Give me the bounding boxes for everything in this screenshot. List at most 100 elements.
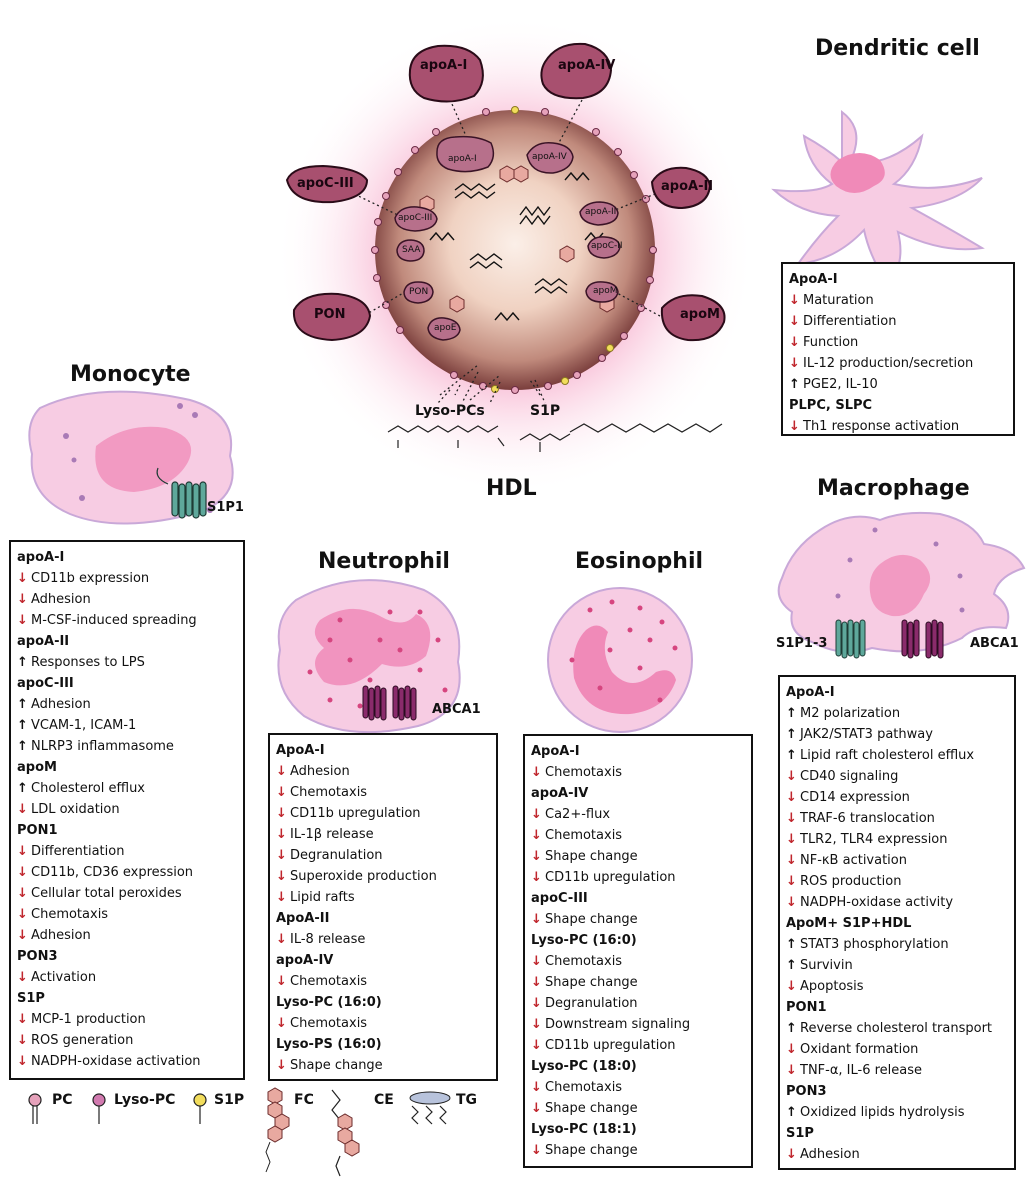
up-arrow-icon: ↑ [17,697,28,712]
macrophage-effect-item: ↑Lipid raft cholesterol efflux [786,745,1014,766]
dendritic-effect-item: ↓Differentiation [789,311,1013,332]
hdl-core-lipids [429,171,604,322]
down-arrow-icon: ↓ [786,979,797,994]
legend-label-ce: CE [374,1092,394,1108]
eosinophil-effect-item: ↓Chemotaxis [531,825,751,846]
macrophage-effect-item: ↓Apoptosis [786,976,1014,997]
down-arrow-icon: ↓ [276,848,287,863]
macrophage-cell-body [777,511,1026,653]
eosinophil-effect-text: Ca2+-flux [545,807,611,822]
down-arrow-icon: ↓ [531,912,542,927]
monocyte-effect-item: ↓Chemotaxis [17,904,243,925]
macrophage-effect-text: NF-κB activation [800,853,907,868]
neutrophil-effect-text: Chemotaxis [290,1016,368,1031]
macrophage-effect-text: JAK2/STAT3 pathway [800,727,933,742]
down-arrow-icon: ↓ [786,832,797,847]
down-arrow-icon: ↓ [786,1147,797,1162]
surface-label-apoc2: apoC-II [591,241,623,251]
macrophage-effect-text: Lipid raft cholesterol efflux [800,748,975,763]
down-arrow-icon: ↓ [786,790,797,805]
eosinophil-effect-item: ↓Shape change [531,1098,751,1119]
monocyte-section-heading: apoM [17,760,57,775]
macrophage-effect-text: TRAF-6 translocation [800,811,935,826]
lyso-pc-structure [387,425,505,448]
neutrophil-effect-item: ↓IL-8 release [276,929,496,950]
macrophage-effect-item: ↓CD14 expression [786,787,1014,808]
monocyte-effect-item: ↓Adhesion [17,925,243,946]
eosinophil-effect-text: Chemotaxis [545,765,623,780]
legend-label-pc: PC [52,1092,73,1108]
monocyte-effect-item: ↓CD11b expression [17,568,243,589]
eosinophil-effect-item: ↓Shape change [531,846,751,867]
macrophage-effect-text: TLR2, TLR4 expression [800,832,948,847]
down-arrow-icon: ↓ [531,975,542,990]
macrophage-effect-item: ↓Adhesion [786,1144,1014,1165]
macrophage-effect-text: CD40 signaling [800,769,899,784]
eosinophil-section-heading: apoA-IV [531,786,589,801]
macrophage-effect-item: ↓NADPH-oxidase activity [786,892,1014,913]
eosinophil-effect-item: ↓CD11b upregulation [531,1035,751,1056]
eosinophil-effect-item: ↓Shape change [531,1140,751,1161]
neutrophil-effect-item: ↓CD11b upregulation [276,803,496,824]
legend-s1p-icon [193,1093,207,1124]
down-arrow-icon: ↓ [276,1058,287,1073]
monocyte-effects-panel: apoA-I↓CD11b expression↓Adhesion↓M-CSF-i… [9,540,245,1080]
protein-label-apoa2: apoA-II [661,179,714,194]
macrophage-effect-text: STAT3 phosphorylation [800,937,949,952]
lipid-label-lyso-pcs: Lyso-PCs [415,403,485,419]
neutrophil-effect-text: Superoxide production [290,869,437,884]
down-arrow-icon: ↓ [531,1017,542,1032]
monocyte-receptor-label: S1P1 [207,500,244,515]
down-arrow-icon: ↓ [17,886,28,901]
monocyte-section-heading: apoC-III [17,676,74,691]
down-arrow-icon: ↓ [17,970,28,985]
down-arrow-icon: ↓ [17,613,28,628]
macrophage-receptor-s1p1-3 [835,619,866,659]
neutrophil-effect-text: Shape change [290,1058,383,1073]
down-arrow-icon: ↓ [789,314,800,329]
macrophage-effect-text: Reverse cholesterol transport [800,1021,993,1036]
eosinophil-effect-item: ↓CD11b upregulation [531,867,751,888]
down-arrow-icon: ↓ [276,974,287,989]
down-arrow-icon: ↓ [17,928,28,943]
monocyte-effect-text: Activation [31,970,97,985]
neutrophil-effect-item: ↓Chemotaxis [276,971,496,992]
macrophage-effect-text: Oxidized lipids hydrolysis [800,1105,965,1120]
monocyte-effect-text: CD11b expression [31,571,150,586]
macrophage-effect-text: Survivin [800,958,853,973]
neutrophil-effect-item: ↓Shape change [276,1055,496,1076]
dendritic-effects-panel: ApoA-I↓Maturation↓Differentiation↓Functi… [781,262,1015,436]
up-arrow-icon: ↑ [786,1021,797,1036]
macrophage-effect-text: Adhesion [800,1147,860,1162]
hdl-lipid-pointers [437,371,546,404]
monocyte-effect-item: ↑NLRP3 inflammasome [17,736,243,757]
legend-label-s1p: S1P [214,1092,245,1108]
monocyte-effect-text: Cellular total peroxides [31,886,182,901]
down-arrow-icon: ↓ [531,1143,542,1158]
dendritic-effect-item: ↓Th1 response activation [789,416,1013,437]
macrophage-effect-item: ↓CD40 signaling [786,766,1014,787]
monocyte-effect-item: ↓MCP-1 production [17,1009,243,1030]
up-arrow-icon: ↑ [786,1105,797,1120]
protein-label-apoa4: apoA-IV [558,58,616,73]
neutrophil-effect-item: ↓Chemotaxis [276,1013,496,1034]
macrophage-effect-item: ↓TLR2, TLR4 expression [786,829,1014,850]
legend-tg-icon [409,1091,451,1125]
surface-label-saa: SAA [402,245,421,255]
macrophage-effect-item: ↑STAT3 phosphorylation [786,934,1014,955]
macrophage-effect-text: ROS production [800,874,902,889]
monocyte-section-heading: PON1 [17,823,58,838]
down-arrow-icon: ↓ [789,356,800,371]
surface-label-pon: PON [409,287,429,297]
macrophage-effect-item: ↓ROS production [786,871,1014,892]
down-arrow-icon: ↓ [276,785,287,800]
dendritic-section-heading: ApoA-I [789,272,838,287]
down-arrow-icon: ↓ [786,811,797,826]
down-arrow-icon: ↓ [531,849,542,864]
neutrophil-section-heading: Lyso-PS (16:0) [276,1037,382,1052]
macrophage-section-heading: PON3 [786,1084,827,1099]
eosinophil-section-heading: Lyso-PC (18:0) [531,1059,637,1074]
protein-label-apoa1: apoA-I [420,58,468,73]
